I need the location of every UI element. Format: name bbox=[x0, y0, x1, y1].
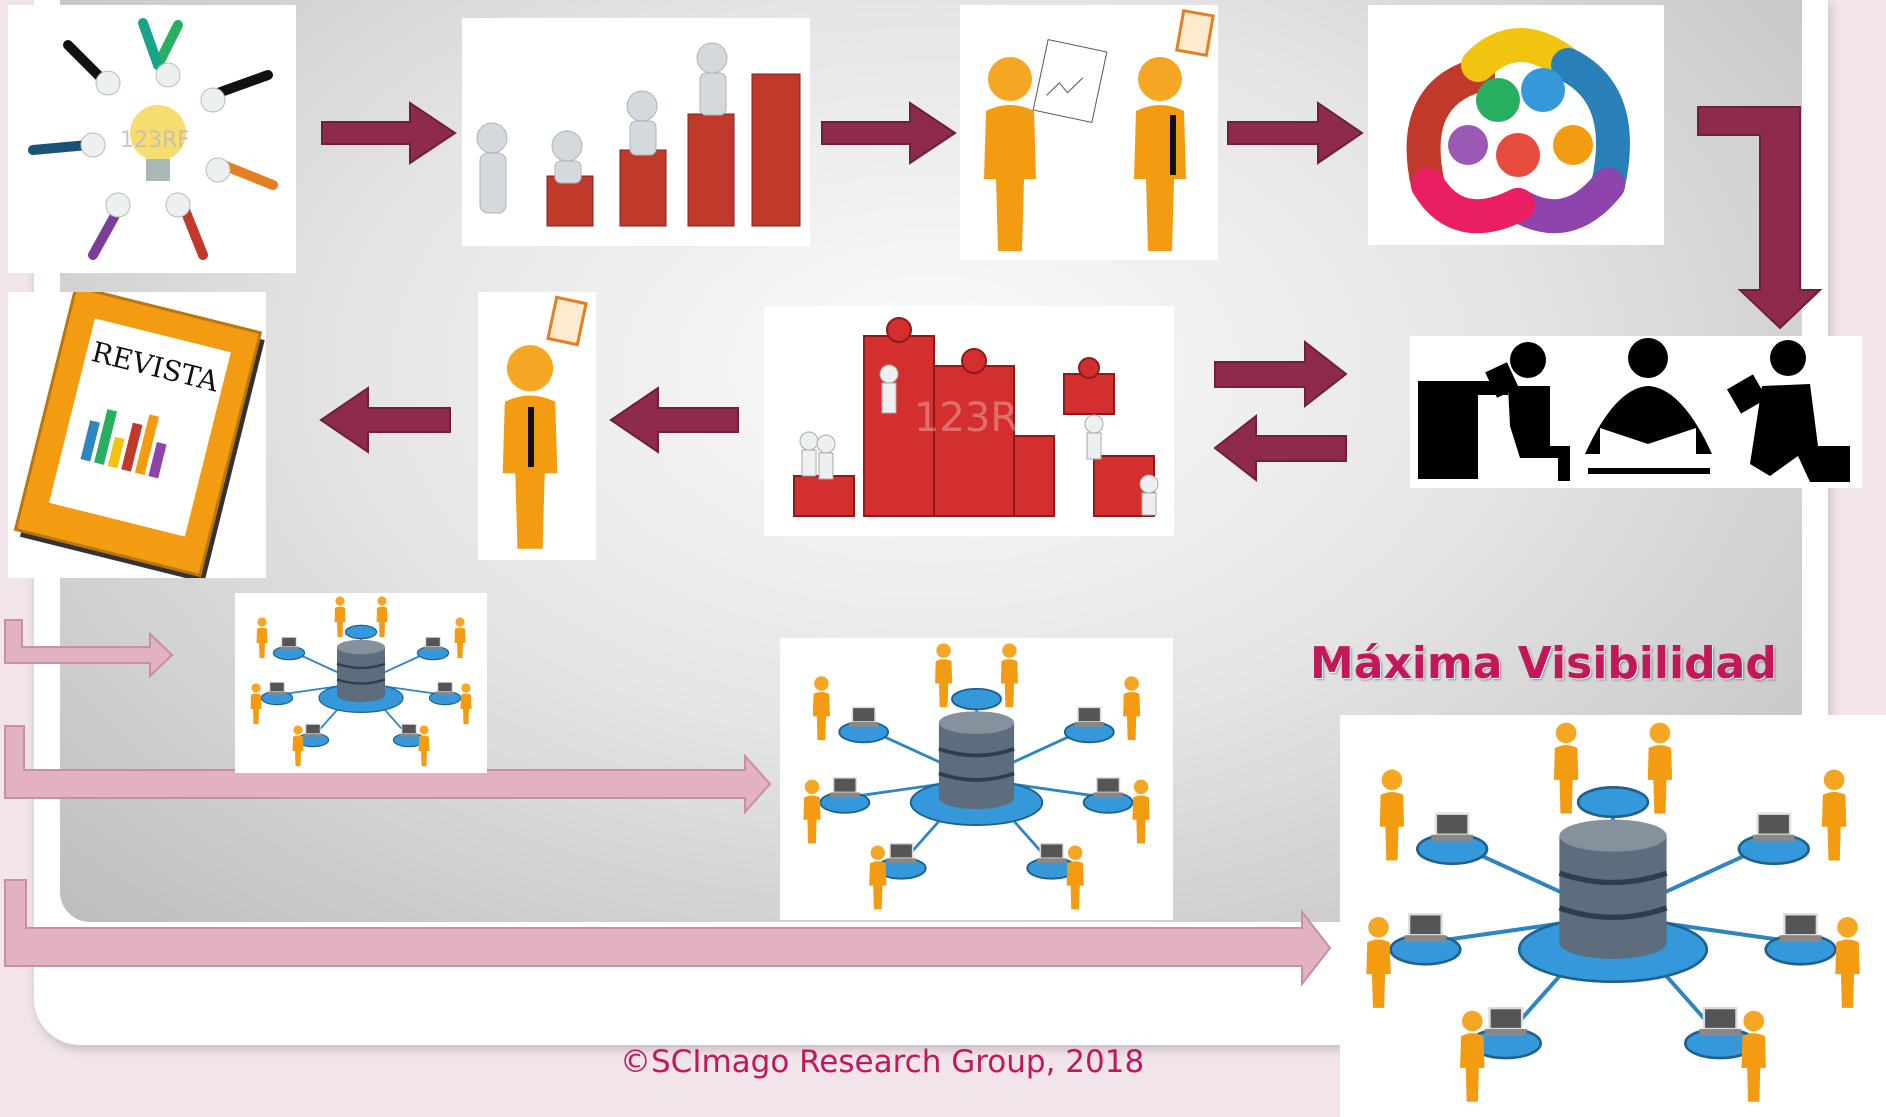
idea-brainstorm-card: 123RF bbox=[8, 5, 296, 273]
arrow-right-2 bbox=[821, 101, 957, 165]
arrow-right-4 bbox=[1214, 339, 1348, 409]
handshake-exchange-card bbox=[960, 5, 1218, 260]
reading-people-icon bbox=[1418, 338, 1850, 482]
arrow-left-3 bbox=[319, 386, 451, 454]
journal-card: REVISTA bbox=[8, 292, 266, 578]
database-network-icon bbox=[235, 593, 487, 773]
light-arrow-2 bbox=[4, 725, 772, 815]
person-certificate-icon bbox=[502, 295, 588, 549]
watermark-text: 123RF bbox=[120, 128, 190, 153]
copyright-footer: ©SCImago Research Group, 2018 bbox=[620, 1044, 1145, 1080]
watermark-text-2: 123RF bbox=[914, 395, 1041, 441]
growth-teamwork-card bbox=[462, 18, 810, 246]
arrow-left-2 bbox=[609, 386, 739, 454]
bar-growth-figures-icon bbox=[476, 42, 801, 227]
reading-review-card bbox=[1410, 336, 1862, 488]
network-medium-card bbox=[780, 638, 1173, 920]
database-network-icon bbox=[1340, 715, 1886, 1117]
journal-cover-icon: REVISTA bbox=[13, 292, 265, 578]
idea-bulb-team-icon: 123RF bbox=[28, 18, 278, 260]
light-arrow-3 bbox=[4, 879, 1332, 987]
arrow-right-3 bbox=[1227, 101, 1364, 165]
arrow-right-1 bbox=[321, 101, 457, 165]
arrow-left-1 bbox=[1213, 413, 1347, 483]
network-large-card bbox=[1340, 715, 1886, 1117]
handshake-document-icon bbox=[984, 8, 1215, 251]
puzzle-wall-icon: 123RF bbox=[793, 317, 1159, 517]
database-network-icon bbox=[780, 638, 1173, 920]
author-certificate-card bbox=[478, 292, 596, 560]
puzzle-building-card: 123RF bbox=[764, 306, 1174, 536]
group-collaboration-card bbox=[1368, 5, 1664, 245]
light-arrow-1 bbox=[4, 619, 174, 679]
arrow-turn-down bbox=[1697, 106, 1823, 330]
maxima-visibilidad-title: Máxima Visibilidad bbox=[1310, 638, 1777, 689]
network-small-card bbox=[235, 593, 487, 773]
team-circle-icon bbox=[1406, 28, 1630, 234]
